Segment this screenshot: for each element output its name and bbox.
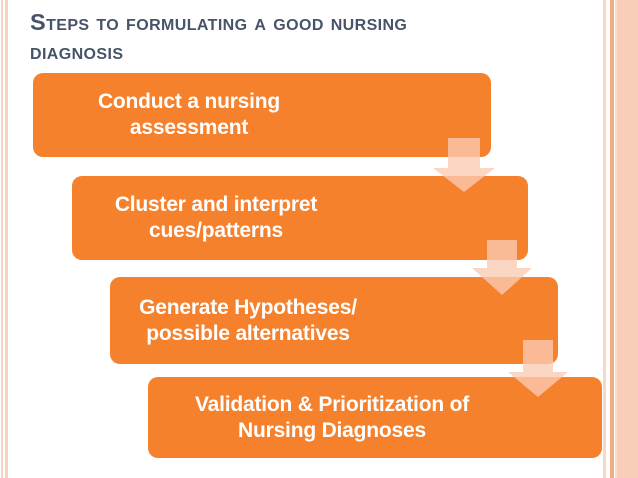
step-label: Generate Hypotheses/ possible alternativ… xyxy=(110,295,386,347)
step-label-line1: Cluster and interpret xyxy=(114,193,318,216)
step-label: Conduct a nursing assessment xyxy=(33,89,345,141)
step-label-line2: cues/patterns xyxy=(149,219,283,242)
frame-stripe-right-dark xyxy=(610,0,614,478)
down-arrow-icon xyxy=(472,240,532,295)
step-label: Validation & Prioritization of Nursing D… xyxy=(148,392,516,444)
slide-title-line1: Steps to formulating a good nursing xyxy=(30,9,408,35)
frame-stripe-left-inner xyxy=(5,0,8,478)
frame-band-right xyxy=(617,0,638,478)
step-box-generate-hypotheses: Generate Hypotheses/ possible alternativ… xyxy=(110,277,558,364)
step-label-line1: Generate Hypotheses/ xyxy=(139,295,357,319)
frame-stripe-left-outer xyxy=(1,0,3,478)
frame-stripe-right-light xyxy=(615,0,617,478)
slide-title: Steps to formulating a good nursing diag… xyxy=(30,8,605,66)
step-label-line1: Validation & Prioritization of xyxy=(194,392,469,416)
down-arrow-icon xyxy=(508,340,568,397)
step-box-validation-prioritization: Validation & Prioritization of Nursing D… xyxy=(148,377,602,458)
slide-title-line2: diagnosis xyxy=(30,38,124,64)
down-arrow-icon xyxy=(433,138,495,192)
frame-stripe-right-inner xyxy=(603,0,606,478)
step-label-line2: possible alternatives xyxy=(146,321,350,345)
step-label-line2: assessment xyxy=(129,116,249,139)
step-label: Cluster and interpret cues/patterns xyxy=(72,192,360,244)
step-label-line1: Conduct a nursing xyxy=(97,90,281,113)
step-box-conduct-assessment: Conduct a nursing assessment xyxy=(33,73,491,157)
step-box-cluster-interpret: Cluster and interpret cues/patterns xyxy=(72,176,528,260)
step-label-line2: Nursing Diagnoses xyxy=(238,418,426,442)
